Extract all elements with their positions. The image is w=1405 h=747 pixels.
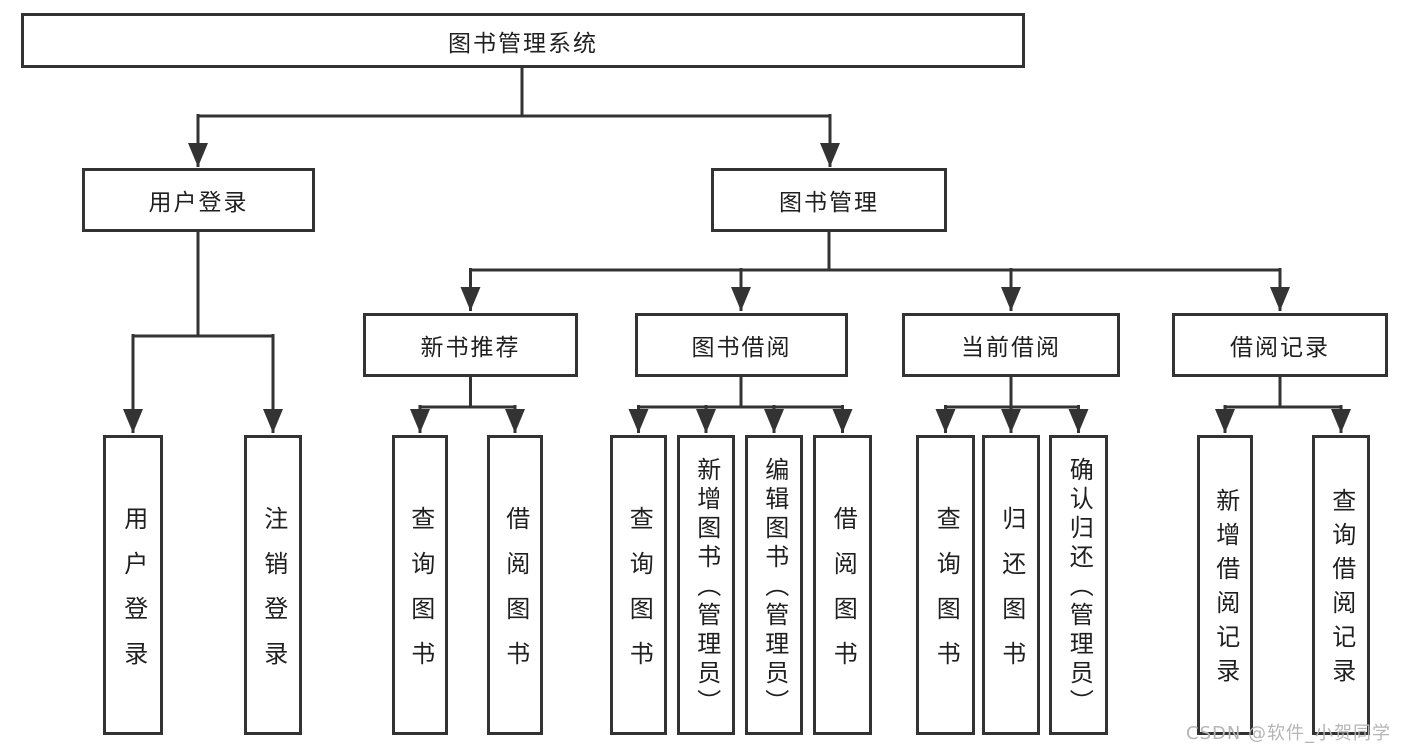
connector-book-borrowing bbox=[628, 377, 853, 433]
node-new-book-recommendation: 新书推荐 bbox=[363, 313, 578, 377]
node-label: 图书管理 bbox=[779, 190, 879, 216]
leaf-query-books-current: 查询图书 bbox=[916, 435, 975, 735]
leaf-label: 用户登录 bbox=[119, 505, 148, 686]
leaf-label: 新增借阅记录 bbox=[1211, 488, 1240, 692]
node-label: 用户登录 bbox=[148, 190, 249, 216]
node-label: 当前借阅 bbox=[961, 335, 1061, 361]
leaf-borrow-books-borrowing: 借阅图书 bbox=[813, 435, 872, 735]
leaf-add-book-admin: 新增图书（管理员） bbox=[677, 435, 735, 735]
connector-root bbox=[188, 68, 840, 167]
node-book-borrowing: 图书借阅 bbox=[635, 313, 848, 377]
watermark: CSDN @软件_小贺同学 bbox=[1186, 723, 1392, 744]
connector-current-borrowing bbox=[935, 377, 1089, 433]
leaf-label: 编辑图书（管理员） bbox=[760, 457, 789, 718]
leaf-label: 查询图书 bbox=[406, 505, 435, 686]
node-current-borrowing: 当前借阅 bbox=[902, 313, 1120, 377]
leaf-query-borrow-record: 查询借阅记录 bbox=[1312, 435, 1370, 735]
node-label: 图书借阅 bbox=[691, 335, 792, 361]
node-borrowing-records: 借阅记录 bbox=[1172, 313, 1388, 377]
node-label: 图书管理系统 bbox=[448, 30, 598, 57]
connector-book-management bbox=[460, 232, 1290, 311]
node-label: 借阅记录 bbox=[1230, 335, 1330, 361]
leaf-label: 归还图书 bbox=[997, 505, 1026, 686]
node-user-login: 用户登录 bbox=[82, 168, 315, 232]
node-label: 新书推荐 bbox=[420, 335, 521, 361]
leaf-confirm-return-admin: 确认归还（管理员） bbox=[1049, 435, 1108, 735]
leaf-add-borrow-record: 新增借阅记录 bbox=[1197, 435, 1253, 735]
leaf-label: 查询图书 bbox=[932, 505, 961, 686]
leaf-return-books: 归还图书 bbox=[982, 435, 1040, 735]
leaf-label: 借阅图书 bbox=[829, 505, 858, 686]
leaf-label: 查询借阅记录 bbox=[1327, 488, 1356, 692]
leaf-label: 新增图书（管理员） bbox=[692, 457, 721, 718]
leaf-logout: 注销登录 bbox=[244, 435, 302, 735]
connector-user-login bbox=[123, 232, 283, 433]
leaf-query-books-recommend: 查询图书 bbox=[392, 435, 448, 735]
leaf-user-login: 用户登录 bbox=[103, 435, 163, 735]
leaf-label: 确认归还（管理员） bbox=[1065, 457, 1094, 718]
connector-borrowing-records bbox=[1215, 377, 1351, 433]
leaf-borrow-books-recommend: 借阅图书 bbox=[487, 435, 543, 735]
leaf-label: 注销登录 bbox=[259, 505, 288, 686]
leaf-query-books-borrowing: 查询图书 bbox=[610, 435, 667, 735]
leaf-edit-book-admin: 编辑图书（管理员） bbox=[745, 435, 803, 735]
leaf-label: 借阅图书 bbox=[501, 505, 530, 686]
node-library-management-system: 图书管理系统 bbox=[21, 13, 1025, 68]
leaf-label: 查询图书 bbox=[625, 505, 654, 686]
connector-new-book-recommendation bbox=[410, 377, 525, 433]
node-book-management: 图书管理 bbox=[711, 168, 947, 232]
